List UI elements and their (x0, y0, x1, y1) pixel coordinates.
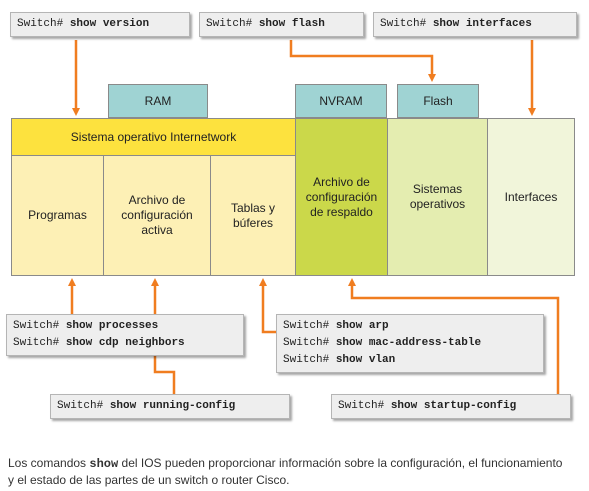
command-text: show version (69, 18, 150, 30)
show-processes-command: Switch# show processes Switch# show cdp … (6, 314, 244, 356)
startup-config-cell: Archivo de configuración de respaldo (295, 118, 388, 276)
arrow-startup-to-respaldo (348, 278, 560, 394)
ios-banner-label: Sistema operativo Internetwork (70, 129, 237, 144)
show-arp-command: Switch# show arp Switch# show mac-addres… (276, 314, 544, 373)
ram-header: RAM (108, 84, 208, 118)
sistemas-operativos-label: Sistemas operativos (409, 182, 466, 211)
command-line: Switch# show mac-address-table (283, 337, 482, 349)
show-flash-command: Switch# show flash (199, 12, 364, 37)
command-text: show startup-config (390, 400, 517, 412)
ios-banner: Sistema operativo Internetwork (11, 118, 296, 156)
nvram-label: NVRAM (319, 94, 363, 108)
interfaces-cell: Interfaces (487, 118, 575, 276)
caption-keyword: show (89, 457, 119, 471)
ram-label: RAM (144, 94, 172, 108)
command-line: Switch# show arp (283, 320, 389, 332)
arrow-arp-to-tablas (259, 278, 276, 334)
command-line: Switch# show cdp neighbors (13, 337, 185, 349)
show-version-command: Switch# show version (10, 12, 190, 37)
command-text: show flash (258, 18, 325, 30)
caption: Los comandos show del IOS pueden proporc… (8, 456, 563, 487)
programas-label: Programas (28, 208, 87, 222)
running-config-label: Archivo de configuración activa (121, 193, 193, 237)
command-text: show running-config (109, 400, 236, 412)
nvram-header: NVRAM (295, 84, 387, 118)
running-config-cell: Archivo de configuración activa (103, 155, 211, 276)
show-running-config-command: Switch# show running-config (50, 394, 290, 419)
programas-cell: Programas (11, 155, 104, 276)
prompt: Switch# (380, 18, 427, 30)
tablas-label: Tablas y búferes (230, 200, 276, 230)
startup-config-label: Archivo de configuración de respaldo (305, 174, 378, 219)
prompt: Switch# (338, 400, 385, 412)
command-line: Switch# show processes (13, 320, 159, 332)
show-interfaces-command: Switch# show interfaces (373, 12, 577, 37)
command-line: Switch# show vlan (283, 354, 396, 366)
arrow-flash-to-flash (289, 40, 436, 82)
flash-label: Flash (423, 94, 453, 108)
interfaces-label: Interfaces (504, 189, 558, 204)
tablas-cell: Tablas y búferes (210, 155, 296, 276)
command-text: show interfaces (432, 18, 532, 30)
prompt: Switch# (206, 18, 253, 30)
show-startup-config-command: Switch# show startup-config (331, 394, 571, 419)
flash-header: Flash (397, 84, 479, 118)
prompt: Switch# (57, 400, 104, 412)
sistemas-operativos-cell: Sistemas operativos (387, 118, 488, 276)
prompt: Switch# (17, 18, 64, 30)
